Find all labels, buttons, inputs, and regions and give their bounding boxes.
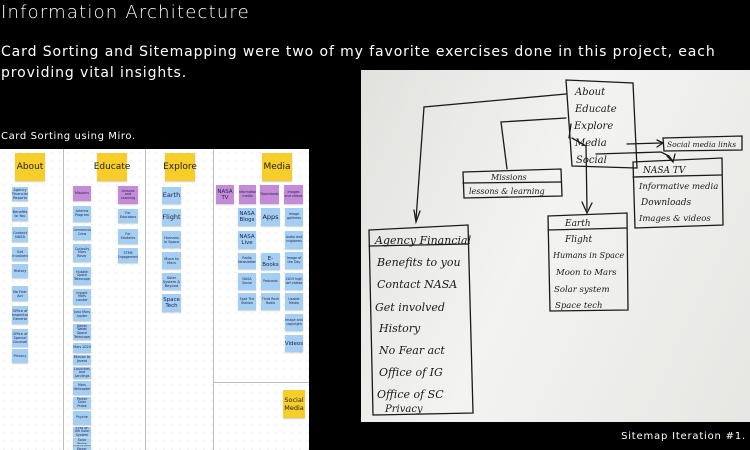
sitemap-about-item: Agency Financial [374,234,472,247]
sticky-note: Spot The Station [238,293,256,310]
sitemap-media-item: NASA TV [642,166,687,176]
sticky-note: Curiosity Mars Rover [73,244,91,262]
sticky-note: Eyes on the Solar System [73,427,91,437]
sitemap-top-educate: Educate [574,104,617,115]
sticky-note: Contact NASA [12,227,28,242]
sticky-note: Privacy [12,349,28,363]
sticky-note: Podcasts [261,273,280,290]
sitemap-lessons: lessons & learning [469,187,545,196]
sitemap-explore-item: Solar system [554,285,610,295]
sticky-note: Get Involved [12,247,28,261]
educate-header: Educate [94,153,130,181]
board-divider [213,382,309,383]
sticky-note: Lessons and Learning [118,186,138,204]
sticky-note: No Fear Act [12,286,28,301]
sticky-note: Apps [261,208,280,226]
sticky-note: Humans in Space [162,231,181,248]
sticky-note: James Webb Space Telescope [73,324,91,340]
sitemap-media-item: Images & videos [638,214,711,224]
miro-card-sort-board: About Agency Financial Reports Benefits … [0,149,309,450]
sitemap-explore-item: Earth [564,219,591,229]
sticky-note: Agency Financial Reports [12,187,28,201]
sticky-note: Mars 2020 [73,343,91,353]
sitemap-explore-item: Humans in Space [552,251,624,260]
sticky-note: Perseverance Rover [73,445,91,450]
sticky-note: Artemis Program [73,206,91,222]
sticky-note: Parker Solar Probe [73,438,91,444]
sticky-note: Juno Mars Jupiter [73,308,91,321]
sitemap-about-item: Office of SC [377,388,444,401]
sticky-note: NASA Blogs [238,208,256,226]
sticky-note: Earth [162,187,181,204]
sticky-note: Mars Helicopter [73,381,91,395]
sticky-note: Third Rock Radio [261,293,280,310]
sitemap-about-item: Office of IG [379,366,443,379]
sitemap-photo: About Educate Explore Media Social Missi… [361,70,750,422]
card-sorting-caption: Card Sorting using Miro. [1,131,136,142]
sitemap-sketch: About Educate Explore Media Social Missi… [368,79,743,416]
sticky-note: 2019 high def videos [285,273,303,290]
sitemap-top-about: About [574,87,606,98]
sticky-note: Image and copyright [285,314,303,331]
explore-header: Explore [163,153,197,181]
media-header: Media [262,153,292,181]
sticky-note: For Students [118,229,138,244]
sitemap-about-item: History [378,322,421,335]
sticky-note: Office of Special Counsel [12,329,28,347]
sticky-note: Launches and Landings [73,367,91,379]
column-divider [0,149,64,450]
about-header: About [15,153,45,181]
sitemap-about-item: No Fear act [378,344,445,357]
sitemap-about-item: Benefits to you [376,256,461,269]
sitemap-about-item: Contact NASA [377,278,457,291]
sticky-note: NASA Social [238,273,256,290]
sitemap-top-social: Social [576,155,607,166]
sticky-note: Usable Media [285,293,303,310]
column-divider [63,149,146,450]
sitemap-caption: Sitemap Iteration #1. [621,431,746,442]
sticky-note: Parker Solar Probe [73,397,91,409]
sticky-note: For Educators [118,209,138,223]
sticky-note: Psyche [73,411,91,425]
sitemap-about-item: Privacy [384,404,423,415]
sticky-note: Mission to Jezero [73,355,91,365]
sticky-note: Image of the Day [285,252,303,269]
sticky-note: Space Tech [162,294,181,312]
sitemap-missions: Missions [490,173,527,182]
sitemap-top-explore: Explore [573,121,613,132]
sticky-note: Images and videos [284,185,303,204]
sitemap-explore-item: Space tech [555,301,603,311]
sticky-note: Information media [239,185,256,204]
sticky-note: Moon to Mars [162,252,181,269]
sticky-note: NASA TV [216,185,234,204]
sticky-note: Hubble Space Telescope [73,267,91,285]
sitemap-social-media-links: Social media links [667,140,736,149]
sticky-note: Videos [285,335,303,352]
sitemap-about-item: Get involved [375,301,445,314]
sticky-note: NASA Live [238,231,256,249]
sitemap-media-item: Downloads [640,198,692,208]
sticky-note: Radio Newsletter [238,253,256,269]
sticky-note: Audio and ringtones [285,231,303,249]
sticky-note: Solar System & Beyond [162,273,181,290]
sticky-note: Benefits to You [12,207,28,221]
sitemap-explore-item: Flight [564,235,593,245]
sitemap-media-item: Informative media [638,182,718,192]
column-divider [145,149,214,450]
sticky-note: Commercial Crew [73,226,91,240]
sitemap-top-media: Media [574,138,607,149]
sitemap-explore-item: Moon to Mars [555,268,617,278]
sticky-note: Image galleries [285,208,303,226]
sticky-note: E-Books [261,253,280,270]
sticky-note: STEM Engagement [118,248,138,263]
page-title: Information Architecture [1,2,250,23]
sticky-note: Insight Mars Lander [73,289,91,305]
sticky-note: Downloads [260,185,279,204]
sticky-note: Flight [162,209,181,226]
sticky-note: History [12,264,28,278]
sticky-note: Missions [73,186,91,201]
intro-paragraph: Card Sorting and Sitemapping were two of… [1,44,716,81]
sticky-note: Office of Inspector General [12,306,28,324]
social-media-header: Social Media [283,390,305,418]
